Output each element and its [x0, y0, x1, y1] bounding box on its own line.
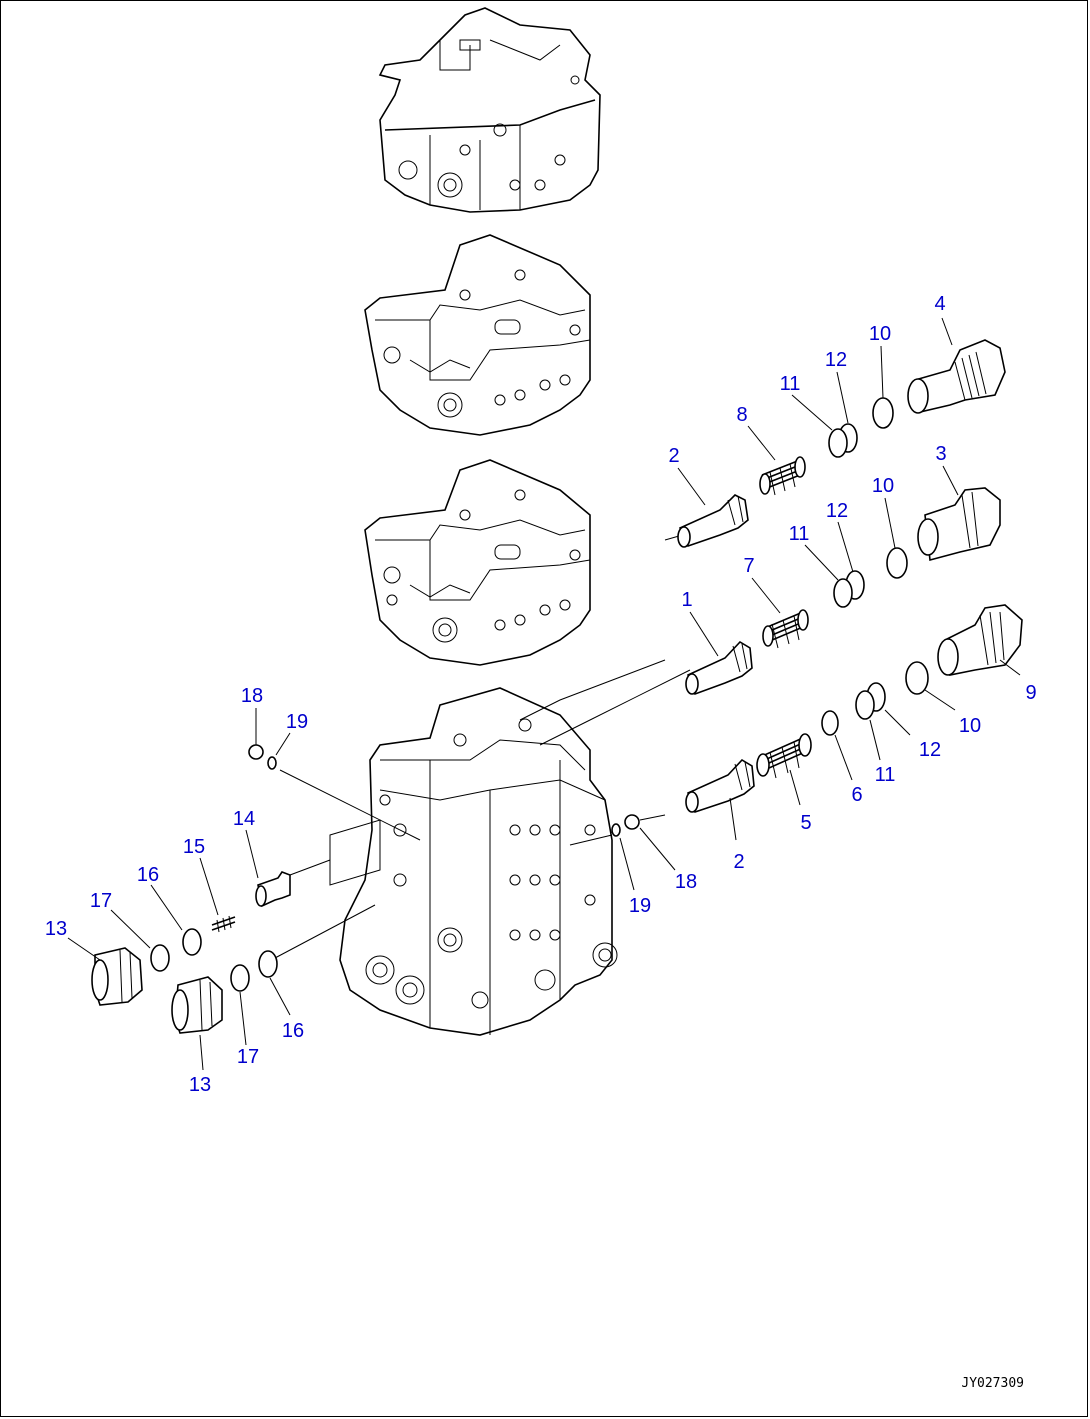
- part-7-spring: [762, 609, 809, 649]
- callout-13: 13: [45, 918, 67, 940]
- part-17-backup-ring: [230, 964, 250, 992]
- callout-10: 10: [959, 715, 981, 737]
- part-5-spring: [756, 733, 812, 779]
- valve-block-second: [364, 234, 591, 436]
- part-14-poppet: [255, 871, 291, 908]
- callout-9: 9: [1025, 682, 1036, 704]
- drawing-code: JY027309: [961, 1376, 1024, 1391]
- part-2-spool-upper: [677, 494, 749, 548]
- callout-5: 5: [800, 812, 811, 834]
- part-11-o-ring: [833, 578, 853, 608]
- callout-2: 2: [733, 851, 744, 873]
- callout-18: 18: [241, 685, 263, 707]
- valve-block-top: [378, 7, 601, 213]
- callout-6: 6: [851, 784, 862, 806]
- part-9-plug: [937, 604, 1023, 676]
- part-18-plug: [624, 814, 640, 830]
- callout-14: 14: [233, 808, 255, 830]
- assembly-lines: [274, 529, 701, 959]
- callout-11: 11: [789, 523, 810, 545]
- callout-1: 1: [681, 589, 692, 611]
- part-10-o-ring: [872, 397, 894, 429]
- part-10-o-ring: [905, 661, 929, 695]
- part-15-spring: [211, 915, 236, 933]
- callout-12: 12: [825, 349, 847, 371]
- part-17-backup-ring: [150, 944, 170, 972]
- callout-16: 16: [137, 864, 159, 886]
- callout-10: 10: [869, 323, 891, 345]
- callout-13: 13: [189, 1074, 211, 1096]
- callout-11: 11: [875, 764, 896, 786]
- callout-labels: 4 10 12 11 8 2 3 10 12 11 7 1 9 10 12 11…: [45, 293, 1037, 1096]
- part-1-spool: [685, 640, 753, 696]
- callout-12: 12: [919, 739, 941, 761]
- part-16-o-ring: [182, 928, 202, 956]
- part-6-ring: [821, 710, 839, 736]
- callout-19: 19: [629, 895, 651, 917]
- part-13-plug: [91, 947, 143, 1006]
- part-19-o-ring: [267, 756, 277, 770]
- callout-leaders: [67, 317, 1021, 1071]
- callout-11: 11: [780, 373, 801, 395]
- callout-15: 15: [183, 836, 205, 858]
- part-3-plug: [917, 487, 1001, 562]
- part-11-o-ring: [828, 428, 848, 458]
- callout-19: 19: [286, 711, 308, 733]
- valve-body-main: [339, 687, 618, 1036]
- part-18-plug: [248, 744, 264, 760]
- callout-8: 8: [736, 404, 747, 426]
- callout-16: 16: [282, 1020, 304, 1042]
- callout-12: 12: [826, 500, 848, 522]
- callout-10: 10: [872, 475, 894, 497]
- callout-7: 7: [743, 555, 754, 577]
- callout-4: 4: [934, 293, 945, 315]
- callout-2: 2: [668, 445, 679, 467]
- callout-3: 3: [935, 443, 946, 465]
- part-4-plug: [907, 339, 1006, 414]
- part-13-plug: [171, 976, 223, 1034]
- part-2-spool-lower: [685, 758, 755, 814]
- part-11-o-ring: [855, 690, 875, 720]
- valve-block-third: [364, 459, 591, 666]
- callout-17: 17: [90, 890, 112, 912]
- part-8-spring: [759, 456, 806, 496]
- part-10-o-ring: [886, 547, 908, 579]
- part-19-o-ring: [611, 823, 621, 837]
- callout-17: 17: [237, 1046, 259, 1068]
- callout-18: 18: [675, 871, 697, 893]
- part-16-o-ring: [258, 950, 278, 978]
